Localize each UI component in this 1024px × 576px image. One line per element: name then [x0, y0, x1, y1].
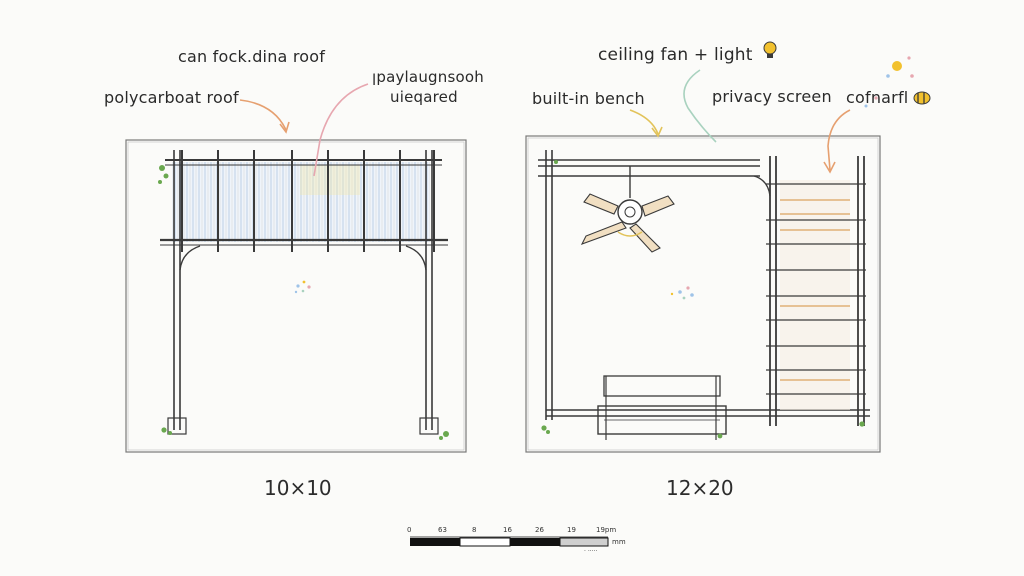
scale-tick-0: 0 [407, 526, 412, 534]
note-built-in-bench: built-in bench [532, 89, 645, 108]
ceiling-fan [580, 166, 675, 253]
built-in-bench [597, 375, 727, 440]
scale-tick-1: 63 [438, 526, 447, 534]
note-roof-right-line1: ꞁpaylaugnsooh [372, 68, 484, 86]
scale-tick-2: 8 [472, 526, 477, 534]
left-plan [125, 83, 467, 453]
scale-tick-4: 26 [535, 526, 544, 534]
note-roof-top: can fock.dina roof [178, 47, 326, 66]
scale-tick-3: 16 [503, 526, 512, 534]
privacy-screen [753, 156, 866, 426]
note-roof-right-line2: uieqared [390, 88, 458, 106]
arrow-comfort [827, 109, 851, 171]
arrow-fan [683, 69, 717, 143]
scale-bar [410, 536, 609, 547]
note-polycarbonate-roof: polycarboat roof [104, 88, 239, 107]
right-plan-size-label: 12×20 [666, 476, 734, 500]
scale-tick-5: 19 [567, 526, 576, 534]
left-plan-frame [125, 139, 467, 453]
left-plan-size-label: 10×10 [264, 476, 332, 500]
note-ceiling-fan: ceiling fan + light [598, 45, 753, 65]
scale-unit: mm [612, 538, 626, 546]
arrow-bench [629, 109, 659, 135]
note-comfort: cofnarfl [846, 88, 909, 107]
scale-subtext: · ····· [584, 548, 598, 555]
sparkle-dots [864, 56, 914, 108]
right-plan-frame [525, 135, 881, 453]
right-plan [525, 41, 931, 453]
arrow-roof-orange [239, 99, 287, 131]
arrow-roof-pink [313, 83, 369, 177]
polycarbonate-roof [172, 162, 430, 242]
light-bulb-icon [763, 41, 777, 58]
scale-tick-6: 19pm [596, 526, 617, 534]
note-privacy-screen: privacy screen [712, 87, 832, 106]
bee-icon [913, 91, 931, 105]
